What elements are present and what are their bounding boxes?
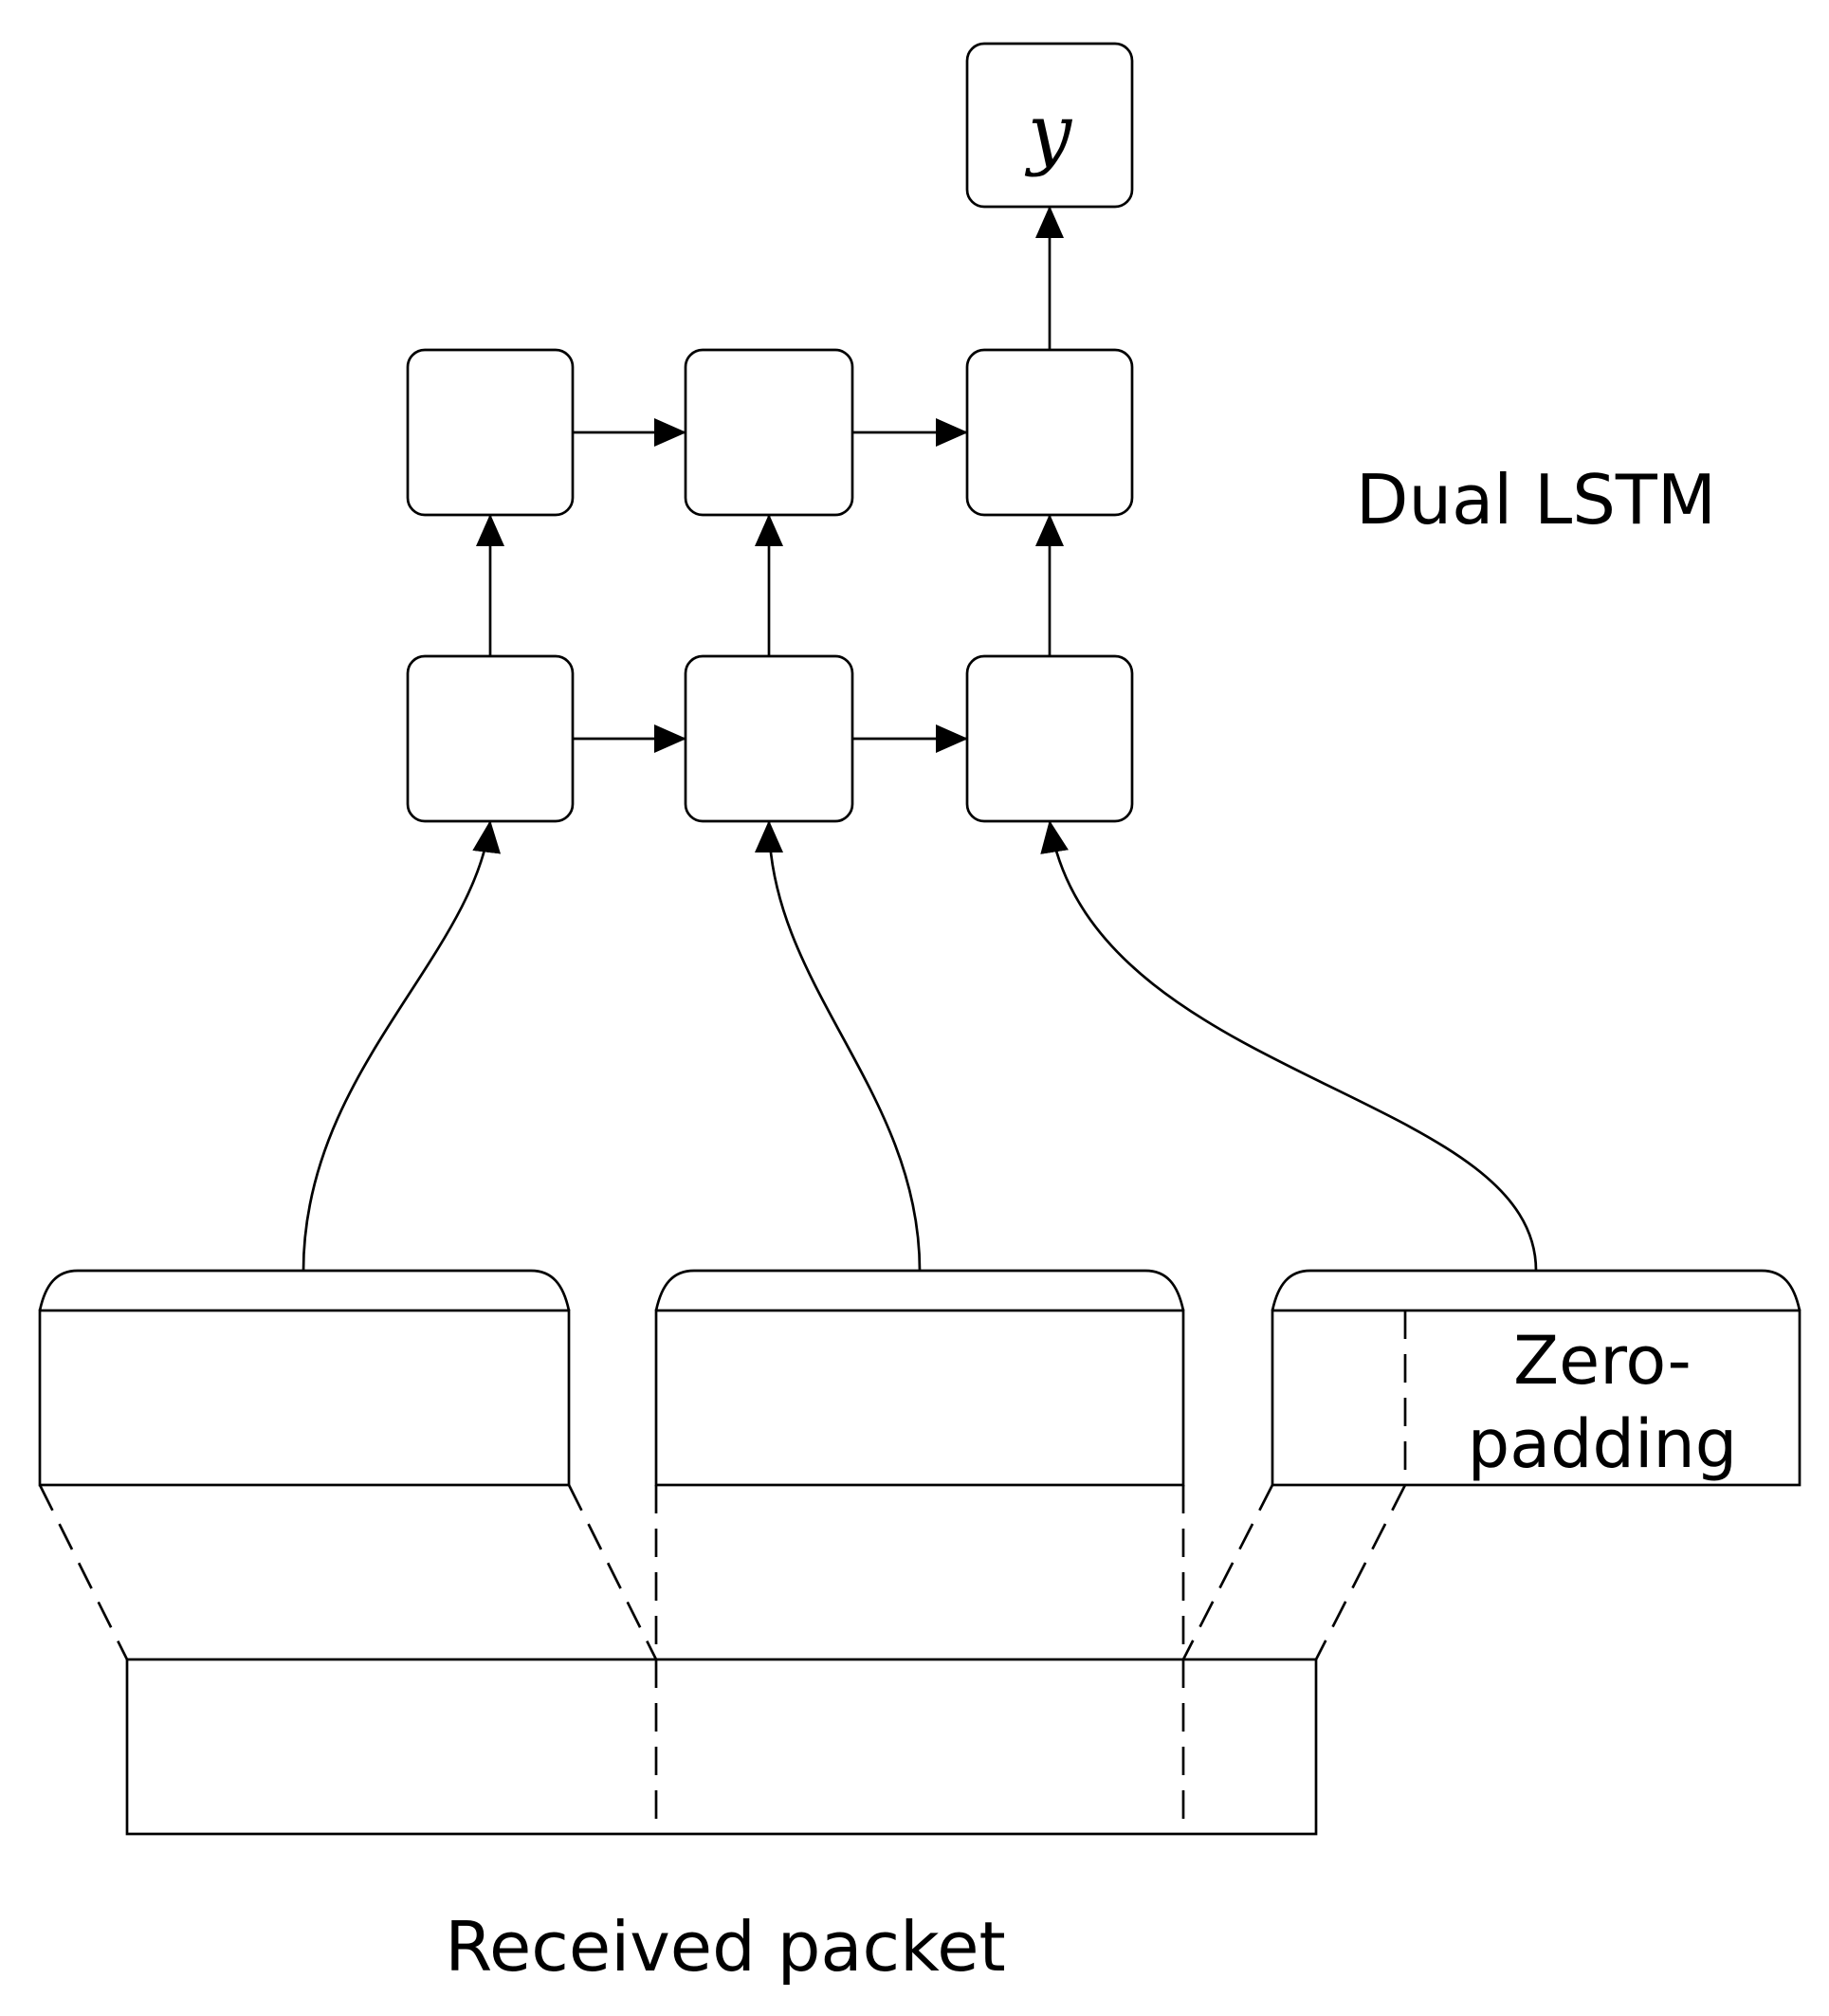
lstm-lower-cell-3 <box>965 654 1134 823</box>
lstm-upper-cell-3 <box>965 348 1134 517</box>
received-packet-label: Received packet <box>445 1907 1006 1987</box>
output-node: y <box>965 42 1134 209</box>
packet-segment-2 <box>654 1269 1185 1487</box>
segment-3-box <box>1271 1309 1802 1487</box>
segment-1-box <box>38 1309 571 1487</box>
model-label: Dual LSTM <box>1356 460 1716 540</box>
input-curve-1 <box>302 820 501 1272</box>
packet-segment-1 <box>38 1269 571 1487</box>
segment-2-brace <box>654 1269 1185 1311</box>
packet-segment-3: Zero- padding <box>1271 1269 1802 1487</box>
segment-3-projection-left <box>1181 1484 1274 1660</box>
input-curve-2 <box>755 820 922 1272</box>
output-variable-label: y <box>1024 88 1073 178</box>
lstm-upper-cell-2 <box>684 348 854 517</box>
zero-padding-label-line-1: Zero- <box>1513 1322 1692 1400</box>
segment-3-brace <box>1271 1269 1802 1311</box>
lstm-upper-cell-1 <box>406 348 575 517</box>
zero-padding-label-line-2: padding <box>1468 1405 1737 1483</box>
segment-3-projection-right <box>1314 1484 1407 1660</box>
segment-1-projection-right <box>567 1484 658 1660</box>
received-packet <box>125 1658 1318 1836</box>
segment-1-brace <box>38 1269 571 1311</box>
lstm-lower-cell-1 <box>406 654 575 823</box>
input-curve-3 <box>1040 820 1538 1272</box>
segment-1-projection-left <box>38 1484 129 1660</box>
received-packet-box <box>125 1658 1318 1836</box>
segment-2-box <box>654 1309 1185 1487</box>
lstm-lower-cell-2 <box>684 654 854 823</box>
